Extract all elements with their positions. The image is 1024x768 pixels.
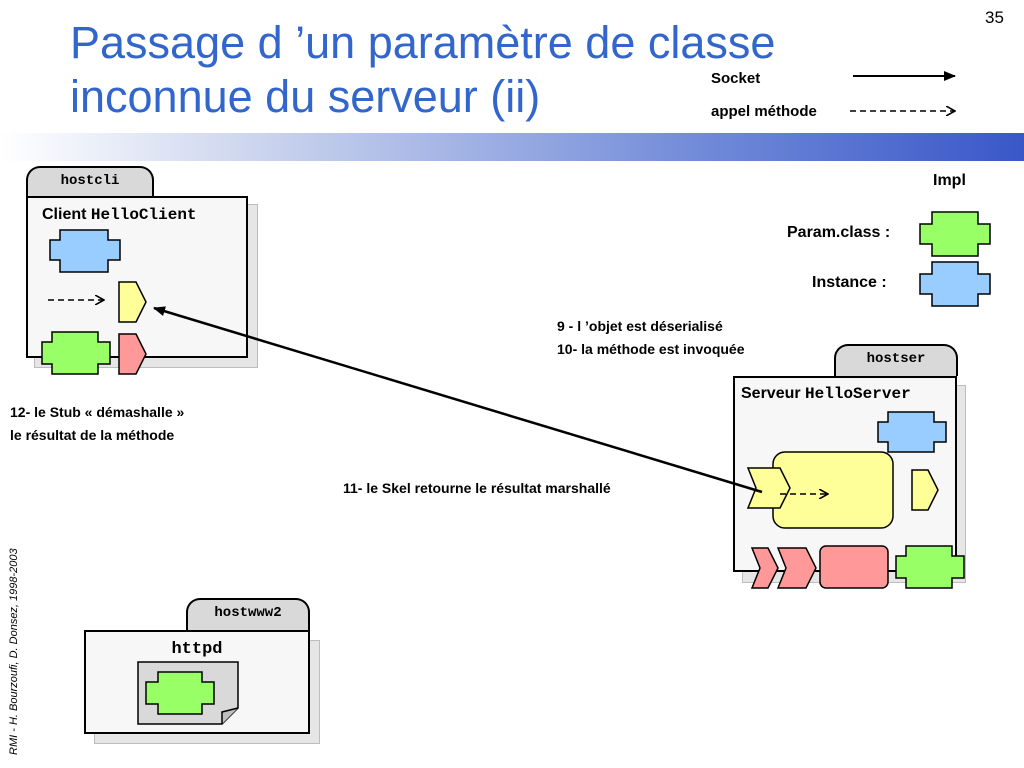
server-instance-icon [877,411,947,453]
client-box-title: Client HelloClient [42,206,197,224]
legend-socket-label: Socket [711,70,761,87]
slide-title: Passage d ’un paramètre de classe inconn… [70,16,830,124]
step-11-label: 11- le Skel retourne le résultat marshal… [343,480,611,496]
client-stub-icon [118,281,147,323]
web-host-tab: hostwww2 [186,598,310,630]
step-12-label-line2: le résultat de la méthode [10,427,175,443]
server-class-name: HelloServer [805,385,911,403]
server-skeleton-icon [746,467,791,509]
server-socket-icon-1 [750,547,779,589]
title-gradient-band [0,133,1024,161]
web-class-file-fold [221,707,239,724]
step-12-label-line1: 12- le Stub « démashalle » [10,404,185,420]
server-title-word: Serveur [741,385,801,402]
impl-legend-title: Impl [933,172,966,189]
server-box-title: Serveur HelloServer [741,385,911,403]
server-stub-icon [911,469,939,511]
server-host-tab: hostser [834,344,958,376]
client-class-name: HelloClient [90,206,197,224]
param-class-legend-label: Param.class : [787,224,891,241]
instance-legend-label: Instance : [812,274,887,291]
client-host-tab: hostcli [26,166,154,198]
return-result-socket-arrow [153,306,763,494]
web-param-class-icon [145,671,215,715]
instance-legend-icon [919,261,991,307]
server-param-class-icon [895,545,965,589]
client-host-box: Client HelloClient [26,196,248,358]
param-class-legend-icon [919,211,991,257]
server-socket-icon-2 [776,547,817,589]
client-instance-icon [49,229,121,273]
server-skeleton-box [819,545,889,589]
legend-method-call-label: appel méthode [711,103,817,120]
step-9-label: 9 - l ’objet est déserialisé [557,318,723,334]
step-10-label: 10- la méthode est invoquée [557,341,745,357]
server-object-box [772,451,894,529]
web-box-title: httpd [171,640,223,659]
slide-title-line2: inconnue du serveur (ii) [70,71,541,122]
client-param-class-icon [41,331,111,375]
client-title-word: Client [42,206,87,223]
page-number: 35 [985,8,1004,27]
slide-title-line1: Passage d ’un paramètre de classe [70,17,776,68]
client-stub-socket-icon [118,333,147,375]
